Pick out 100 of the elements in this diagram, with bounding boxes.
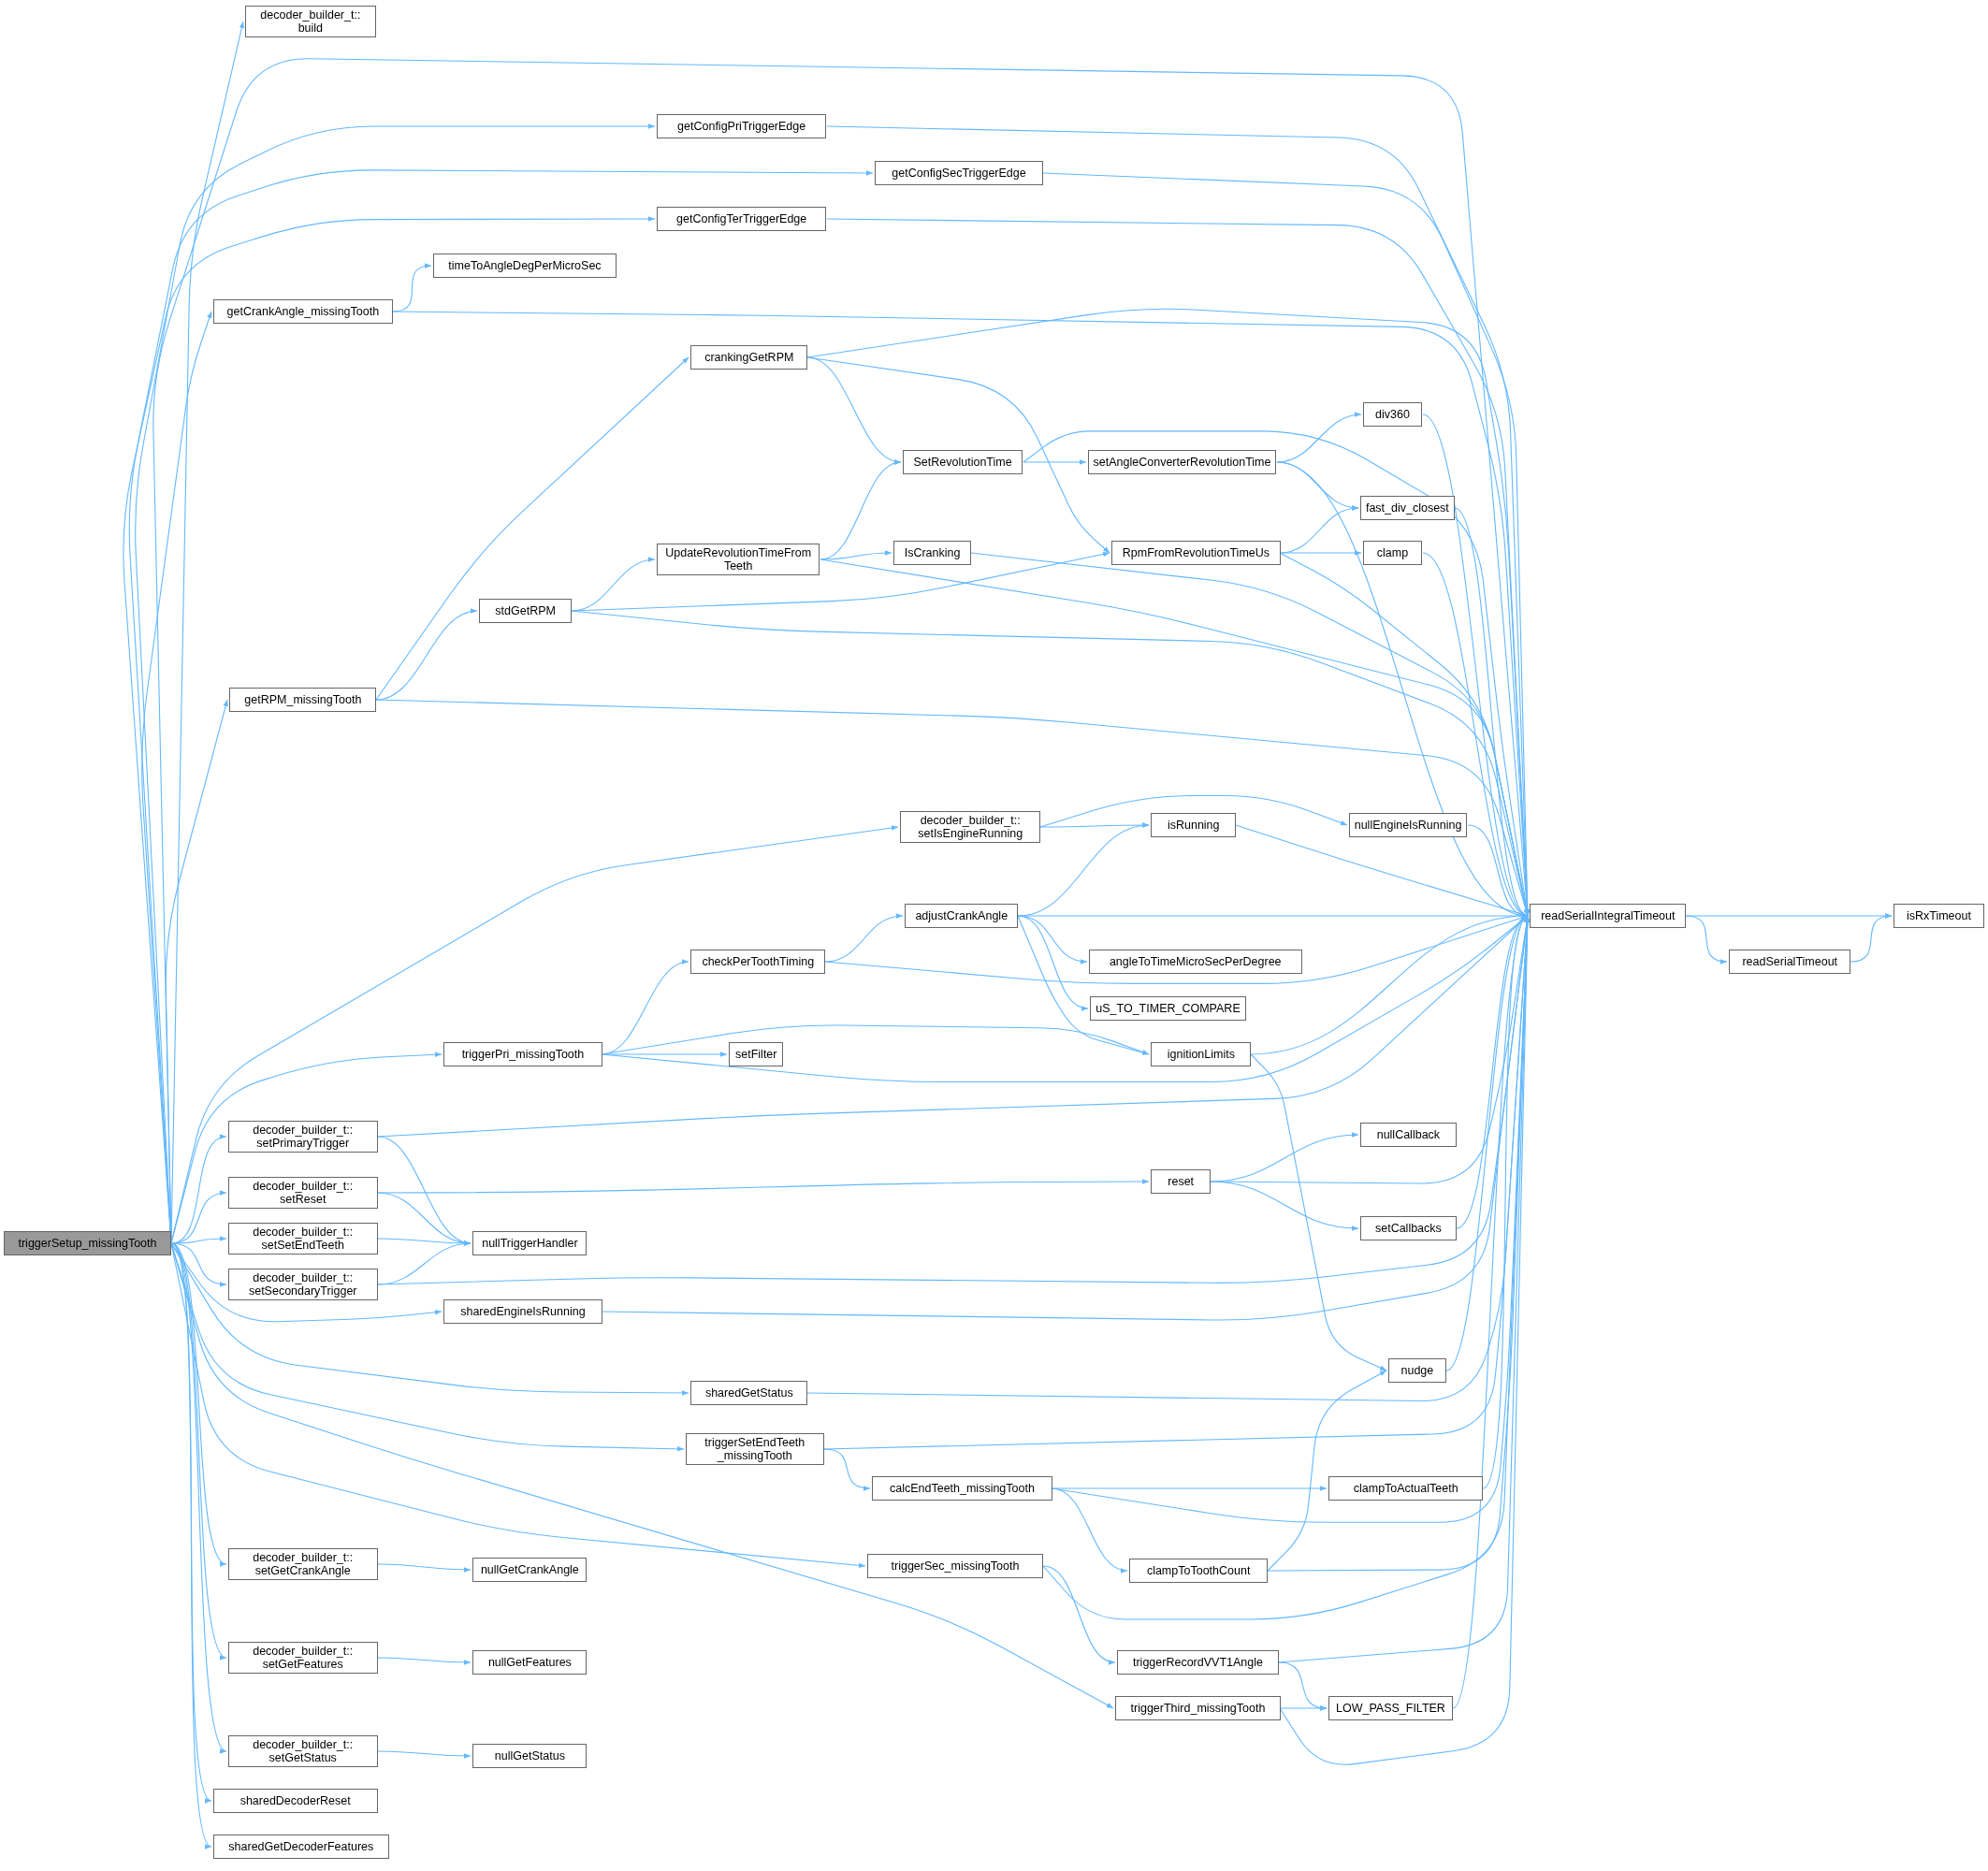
function-name: decoder_builder_t:: setIsEngineRunning	[918, 813, 1023, 840]
function-box	[690, 1380, 808, 1405]
arrow	[170, 1052, 443, 1244]
function-name: triggerThird_missingTooth	[1130, 1702, 1266, 1716]
function-name: isRunning	[1167, 819, 1220, 833]
function-box	[1111, 540, 1281, 565]
function-box	[1115, 1696, 1281, 1721]
function-name: getConfigSecTriggerEdge	[892, 167, 1026, 181]
arrow	[571, 551, 1110, 612]
function-box	[1894, 904, 1984, 929]
arrow	[170, 1242, 689, 1396]
function-name: clampToActualTeeth	[1353, 1482, 1458, 1496]
function-name: getConfigPriTriggerEdge	[677, 119, 806, 133]
arrow	[377, 1750, 472, 1759]
function-name: nullGetCrankAngle	[480, 1562, 579, 1576]
function-box	[1087, 449, 1277, 474]
function-box	[1328, 1696, 1453, 1721]
function-name: RpmFromRevolutionTimeUs	[1122, 545, 1270, 559]
function-box	[212, 1835, 389, 1860]
arrow	[1210, 1181, 1359, 1231]
function-box	[1328, 1476, 1484, 1501]
arrow	[1051, 1486, 1328, 1491]
arrow	[1685, 915, 1728, 964]
function-box	[1359, 1123, 1457, 1148]
function-box	[866, 1553, 1044, 1578]
function-box	[443, 1299, 602, 1325]
arrow	[1250, 1053, 1387, 1371]
function-name: nullGetFeatures	[487, 1656, 572, 1670]
function-name: LOW_PASS_FILTER	[1335, 1702, 1445, 1716]
function-name: clampToToothCount	[1146, 1563, 1251, 1577]
arrow	[1017, 915, 1089, 1010]
function-name: reset	[1168, 1174, 1195, 1188]
function-box	[690, 950, 826, 975]
function-box	[1151, 813, 1237, 838]
function-name: nullEngineIsRunning	[1354, 819, 1462, 833]
function-box	[690, 345, 808, 370]
function-box	[900, 810, 1041, 843]
function-box	[1129, 1558, 1268, 1583]
function-box	[212, 298, 394, 324]
function-box	[905, 904, 1019, 929]
function-name: setAngleConverterRevolutionTime	[1093, 455, 1271, 469]
function-name: angleToTimeMicroSecPerDegree	[1109, 955, 1282, 969]
function-name: uS_TO_TIMER_COMPARE	[1096, 1001, 1241, 1015]
function-box	[4, 1231, 171, 1256]
function-box	[656, 207, 827, 232]
function-name: sharedDecoderReset	[239, 1793, 351, 1807]
arrow	[377, 1179, 1150, 1194]
function-name: adjustCrankAngle	[915, 909, 1009, 923]
function-name: decoder_builder_t:: setSecondaryTrigger	[248, 1270, 357, 1298]
function-name: sharedGetStatus	[704, 1385, 793, 1400]
function-box	[1387, 1357, 1447, 1383]
function-box	[874, 161, 1044, 186]
function-box	[656, 543, 820, 575]
arrow	[1267, 1370, 1387, 1572]
function-box	[227, 1641, 378, 1674]
function-name: decoder_builder_t:: setGetStatus	[253, 1737, 354, 1764]
function-box	[893, 540, 971, 565]
function-name: fast_div_closest	[1365, 501, 1449, 515]
function-name: div360	[1375, 408, 1410, 422]
arrow	[1850, 914, 1893, 963]
function-name: stdGetRPM	[495, 604, 556, 618]
function-box	[227, 1120, 378, 1153]
arrow	[375, 609, 478, 701]
function-name: sharedEngineIsRunning	[460, 1305, 586, 1319]
arrow	[1279, 1705, 1328, 1711]
function-box	[472, 1744, 588, 1768]
function-name: crankingGetRPM	[704, 351, 794, 365]
function-name: nudge	[1400, 1363, 1434, 1377]
function-box	[1530, 904, 1687, 929]
function-name: isRxTimeout	[1906, 909, 1971, 923]
function-box	[1362, 402, 1423, 428]
function-box	[656, 113, 827, 138]
function-box	[443, 1041, 602, 1066]
function-box	[472, 1231, 588, 1256]
function-box	[227, 1176, 378, 1209]
arrow	[377, 915, 1529, 1138]
function-box	[433, 253, 617, 278]
function-box	[902, 449, 1023, 474]
function-box	[227, 1548, 378, 1581]
function-box	[1359, 496, 1455, 520]
function-name: triggerSetup_missingTooth	[18, 1237, 157, 1251]
function-box	[1090, 995, 1246, 1021]
function-box	[212, 1788, 378, 1813]
arrow	[375, 699, 1529, 917]
function-box	[1362, 540, 1423, 565]
function-name: triggerRecordVVT1Angle	[1133, 1656, 1263, 1670]
function-name: decoder_builder_t:: setPrimaryTrigger	[253, 1123, 354, 1150]
function-name: getCrankAngle_missingTooth	[226, 304, 380, 318]
function-box	[472, 1650, 588, 1675]
function-name: nullTriggerHandler	[482, 1237, 578, 1251]
function-name: decoder_builder_t:: setGetCrankAngle	[253, 1551, 354, 1578]
arrow	[601, 1052, 728, 1057]
function-box	[1348, 813, 1468, 838]
function-name: IsCranking	[904, 545, 961, 559]
function-box	[1729, 950, 1851, 975]
function-box	[729, 1041, 784, 1066]
function-box	[227, 1222, 378, 1255]
function-box	[1359, 1216, 1457, 1241]
function-box	[686, 1432, 824, 1465]
function-box	[472, 1557, 588, 1582]
